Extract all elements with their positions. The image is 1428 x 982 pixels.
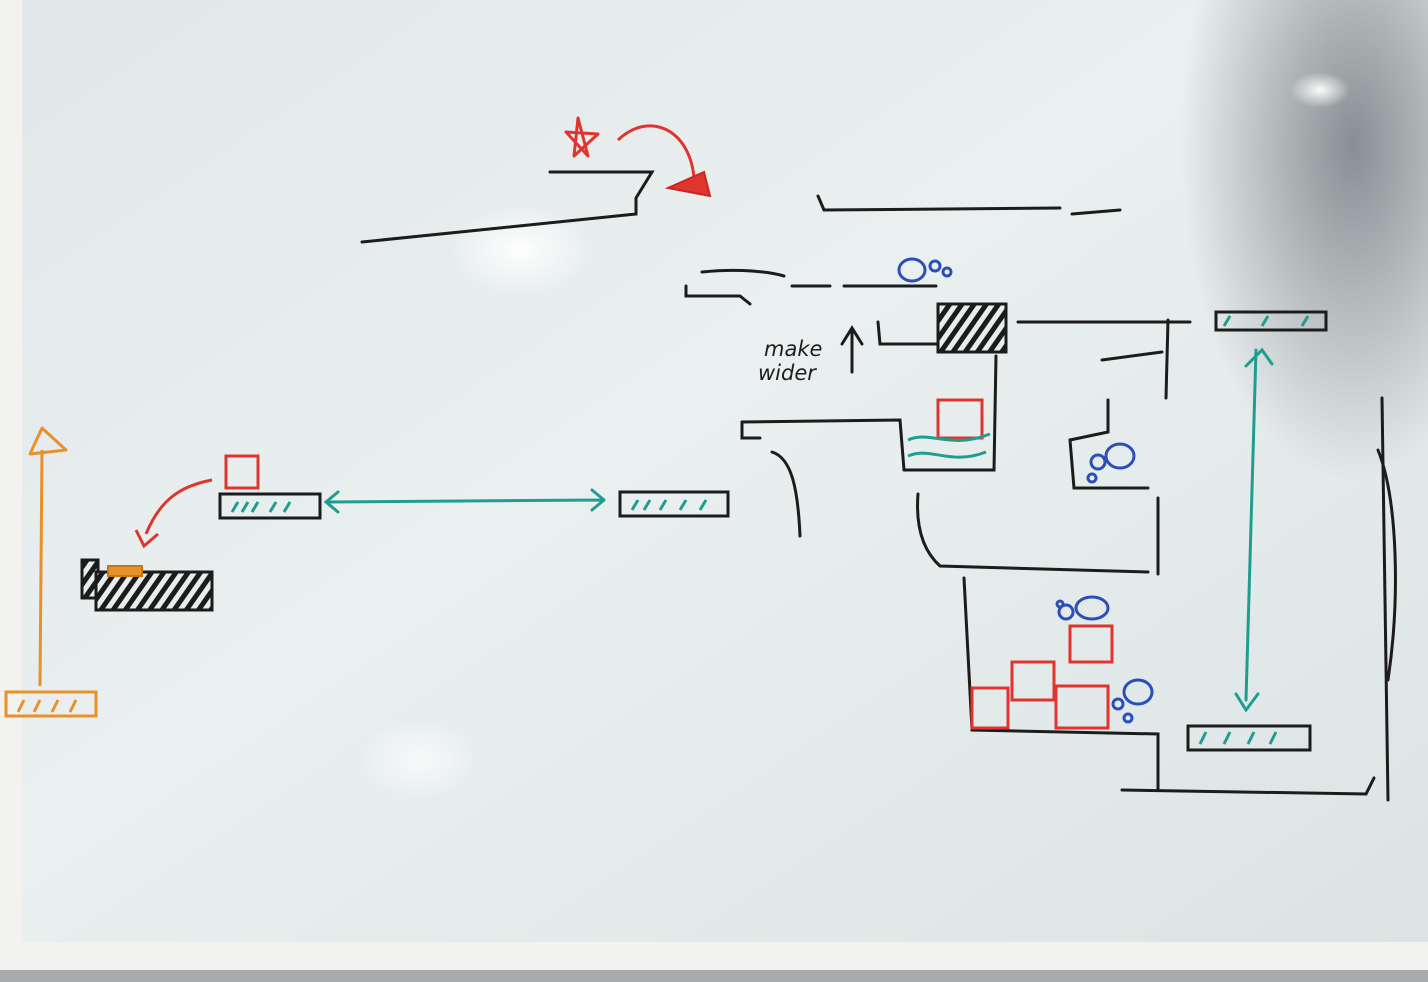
red-jump-arrow bbox=[616, 124, 696, 179]
blue-blob-enemy bbox=[1086, 442, 1136, 484]
red-crate-stack bbox=[970, 624, 1114, 730]
red-spike bbox=[664, 170, 712, 198]
moving-platform-bottom-right bbox=[1186, 724, 1312, 752]
hatched-ledge bbox=[80, 558, 214, 612]
moving-platform-top-right bbox=[1214, 310, 1328, 332]
annotation-line-1: make bbox=[764, 337, 822, 361]
red-drop-arrow bbox=[134, 478, 213, 549]
blue-blob-enemy bbox=[1111, 678, 1154, 724]
annotation-line-2: wider bbox=[758, 361, 817, 385]
star-icon bbox=[564, 116, 600, 158]
upper-structure-lines bbox=[740, 318, 1397, 802]
moving-platform-left bbox=[218, 492, 322, 520]
orange-spring-pad bbox=[4, 690, 98, 718]
blue-blob-enemy bbox=[1055, 595, 1110, 621]
red-crate bbox=[224, 454, 260, 490]
teal-double-arrow bbox=[323, 488, 606, 514]
blue-blob-enemy bbox=[897, 257, 953, 283]
top-platform-lines bbox=[360, 170, 1122, 306]
arrow-up-icon bbox=[840, 325, 864, 374]
orange-up-arrow bbox=[28, 426, 68, 687]
red-crate-in-water bbox=[907, 398, 991, 459]
hatched-block bbox=[936, 302, 1008, 354]
moving-platform-right bbox=[618, 490, 730, 518]
teal-vertical-arrow bbox=[1234, 347, 1274, 713]
